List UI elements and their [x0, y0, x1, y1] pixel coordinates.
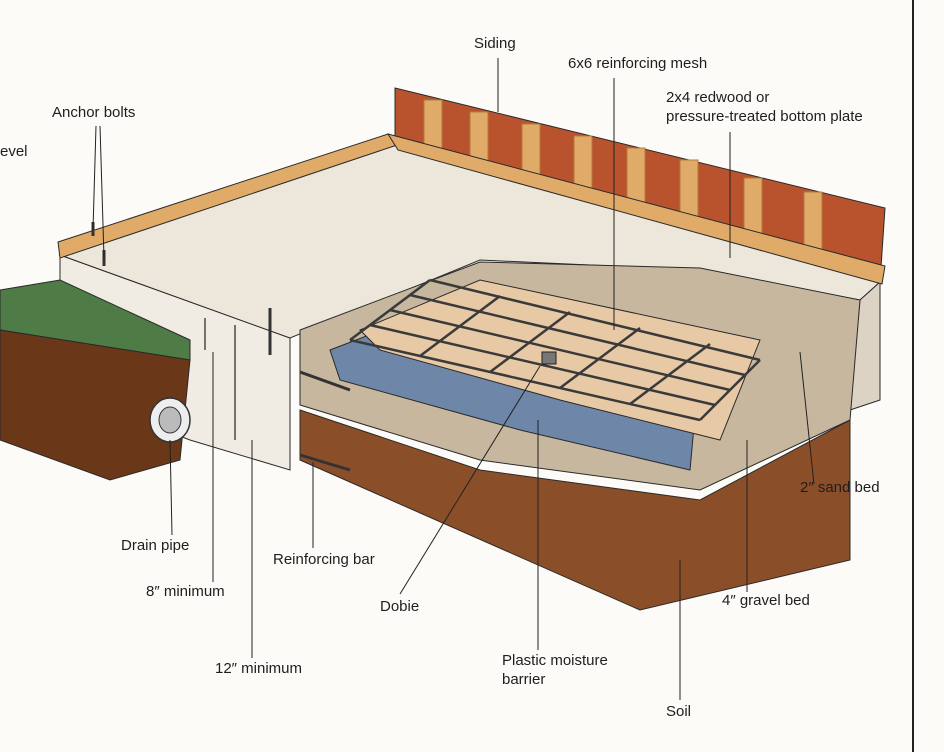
- label-siding: Siding: [474, 35, 516, 52]
- reinforcing-bar-lower: [299, 453, 351, 472]
- bottom-plate-back: [386, 133, 886, 285]
- label-soil: Soil: [666, 703, 692, 720]
- leader-lines: [92, 58, 815, 700]
- drain-pipe-shape: [149, 397, 191, 443]
- label-anchor-bolts: Anchor bolts: [52, 104, 136, 121]
- label-gravel-bed: 4″ gravel bed: [722, 592, 810, 609]
- label-8-minimum: 8″ minimum: [146, 583, 225, 600]
- label-reinforcing-bar: Reinforcing bar: [273, 551, 375, 568]
- page-edge-rule: [912, 0, 914, 752]
- label-drain-pipe: Drain pipe: [121, 537, 190, 554]
- earth-block: [0, 329, 191, 481]
- label-12-minimum: 12″ minimum: [215, 660, 302, 677]
- label-plate-line2: pressure-treated bottom plate: [666, 108, 863, 125]
- label-mesh: 6x6 reinforcing mesh: [568, 55, 708, 72]
- label-plate-line1: 2x4 redwood or: [666, 89, 770, 106]
- sand-bed: [359, 279, 761, 441]
- label-moisture-line1: Plastic moisture: [502, 652, 608, 669]
- reinforcing-bar-upper: [299, 370, 351, 392]
- label-dobie: Dobie: [380, 598, 420, 615]
- label-sand-bed: 2″ sand bed: [800, 479, 880, 496]
- dimension-arrows: [204, 318, 236, 440]
- soil-block: [299, 409, 851, 611]
- label-moisture-line2: barrier: [502, 671, 546, 688]
- label-level-fragment: evel: [0, 143, 28, 160]
- dobie-block: [541, 351, 557, 365]
- reinforcing-mesh: [349, 278, 761, 422]
- grass-block: [0, 279, 191, 361]
